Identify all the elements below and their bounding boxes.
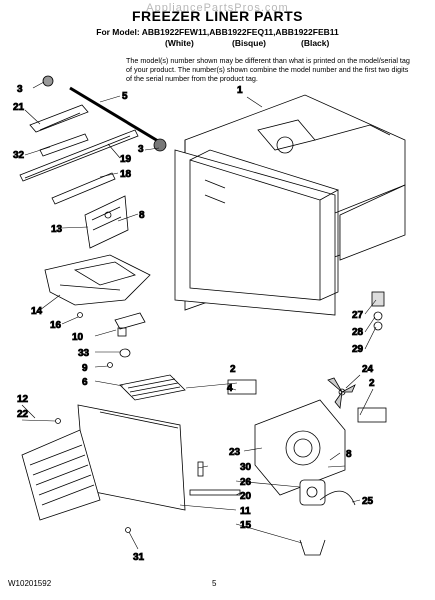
callout-26: 26: [240, 477, 252, 488]
leader-lines: [21, 81, 377, 550]
strip-20: [189, 489, 241, 496]
callout-28: 28: [352, 327, 364, 338]
callout-20: 20: [240, 491, 252, 502]
model-numbers: For Model: ABB1922FEW11,ABB1922FEQ11,ABB…: [96, 27, 339, 37]
cover-14: [44, 254, 151, 306]
callout-11: 11: [240, 506, 251, 517]
callout-18: 18: [120, 169, 132, 180]
callout-30: 30: [240, 462, 252, 473]
bracket-15: [299, 539, 326, 556]
callout-1: 1: [237, 85, 243, 96]
callout-9: 9: [82, 363, 88, 374]
callout-3-top: 3: [17, 84, 23, 95]
callout-13: 13: [51, 224, 63, 235]
callout-23: 23: [229, 447, 241, 458]
callout-24: 24: [362, 364, 374, 375]
fan-blade-24: [327, 377, 356, 409]
callout-31: 31: [133, 552, 145, 563]
callout-6: 6: [82, 377, 88, 388]
callout-8-top: 8: [139, 210, 145, 221]
callout-19: 19: [120, 154, 132, 165]
color-bisque: (Bisque): [232, 38, 266, 48]
callout-33: 33: [78, 348, 90, 359]
document-number: W10201592: [8, 579, 52, 588]
screw-31: [125, 527, 131, 533]
callout-2-right: 2: [369, 378, 375, 389]
callout-16: 16: [50, 320, 62, 331]
small-parts: [77, 312, 146, 368]
callout-29: 29: [352, 344, 364, 355]
screw-12: [55, 418, 61, 424]
callout-3-right: 3: [138, 144, 144, 155]
callout-25: 25: [362, 496, 374, 507]
model-note: The model(s) number shown may be differe…: [126, 56, 410, 83]
freezer-liner: [174, 94, 406, 316]
motor-26: [299, 479, 326, 506]
cam-rod-assembly: [19, 75, 167, 205]
callout-5: 5: [122, 91, 128, 102]
callout-22: 22: [17, 409, 29, 420]
block-2-left: [227, 379, 257, 395]
wire-25: [319, 490, 356, 506]
callout-32: 32: [13, 150, 25, 161]
watermark: AppliancePartsPros.com: [146, 2, 289, 14]
callout-27: 27: [352, 310, 364, 321]
color-white: (White): [165, 38, 194, 48]
callout-2-left: 2: [230, 364, 236, 375]
color-black: (Black): [301, 38, 330, 48]
page-number: 5: [212, 579, 217, 588]
callout-8-bottom: 8: [346, 449, 352, 460]
clip-30: [197, 461, 204, 477]
callout-21: 21: [13, 102, 25, 113]
callout-4: 4: [227, 383, 233, 394]
callout-12: 12: [17, 394, 29, 405]
callout-10: 10: [72, 332, 84, 343]
fan-housing-23: [254, 399, 346, 496]
louvered-cover-22: [21, 429, 101, 521]
block-2-right: [357, 407, 387, 423]
callout-14: 14: [31, 306, 43, 317]
callout-15: 15: [240, 520, 252, 531]
bracket-13: [84, 195, 129, 249]
grille-4: [119, 374, 186, 401]
page-title: FREEZER LINER PARTS: [131, 8, 304, 24]
damper-parts: [371, 291, 385, 331]
